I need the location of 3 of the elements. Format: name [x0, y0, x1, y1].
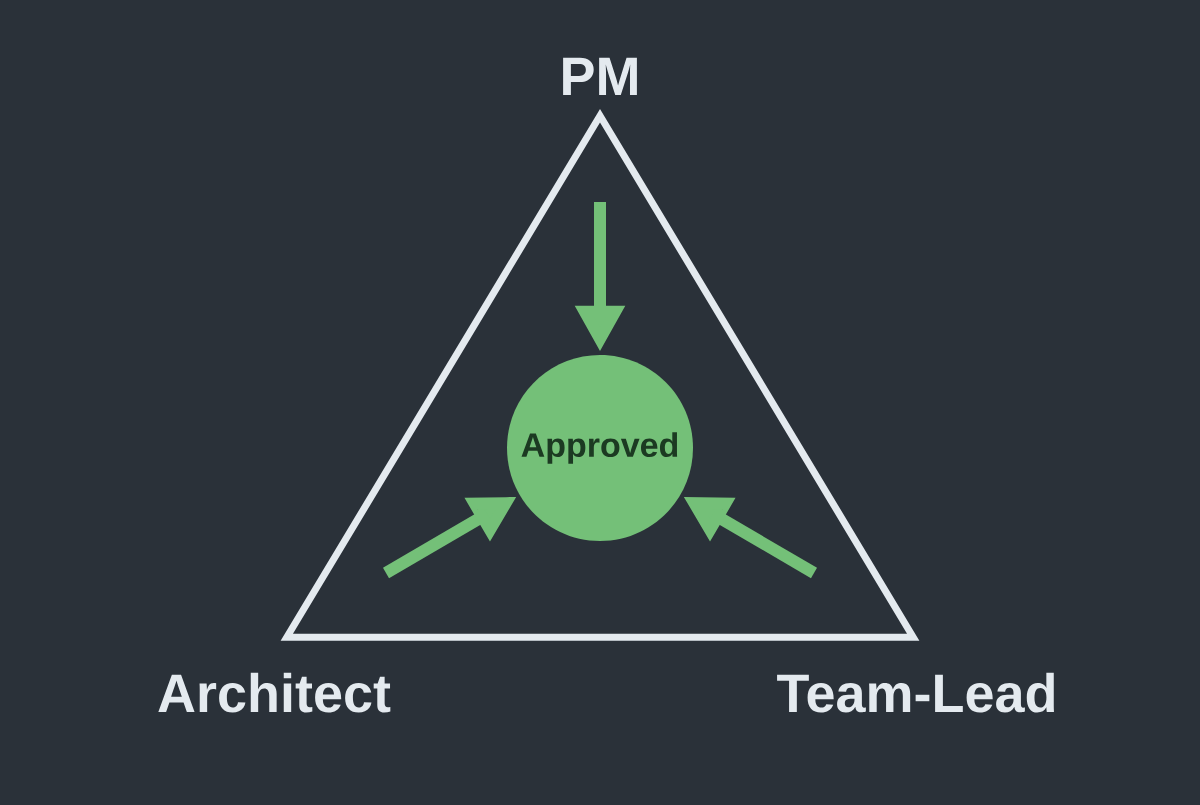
role-label: Architect [158, 672, 391, 713]
role-label: Team-Lead [777, 672, 1054, 713]
role-label: PM [563, 57, 637, 95]
